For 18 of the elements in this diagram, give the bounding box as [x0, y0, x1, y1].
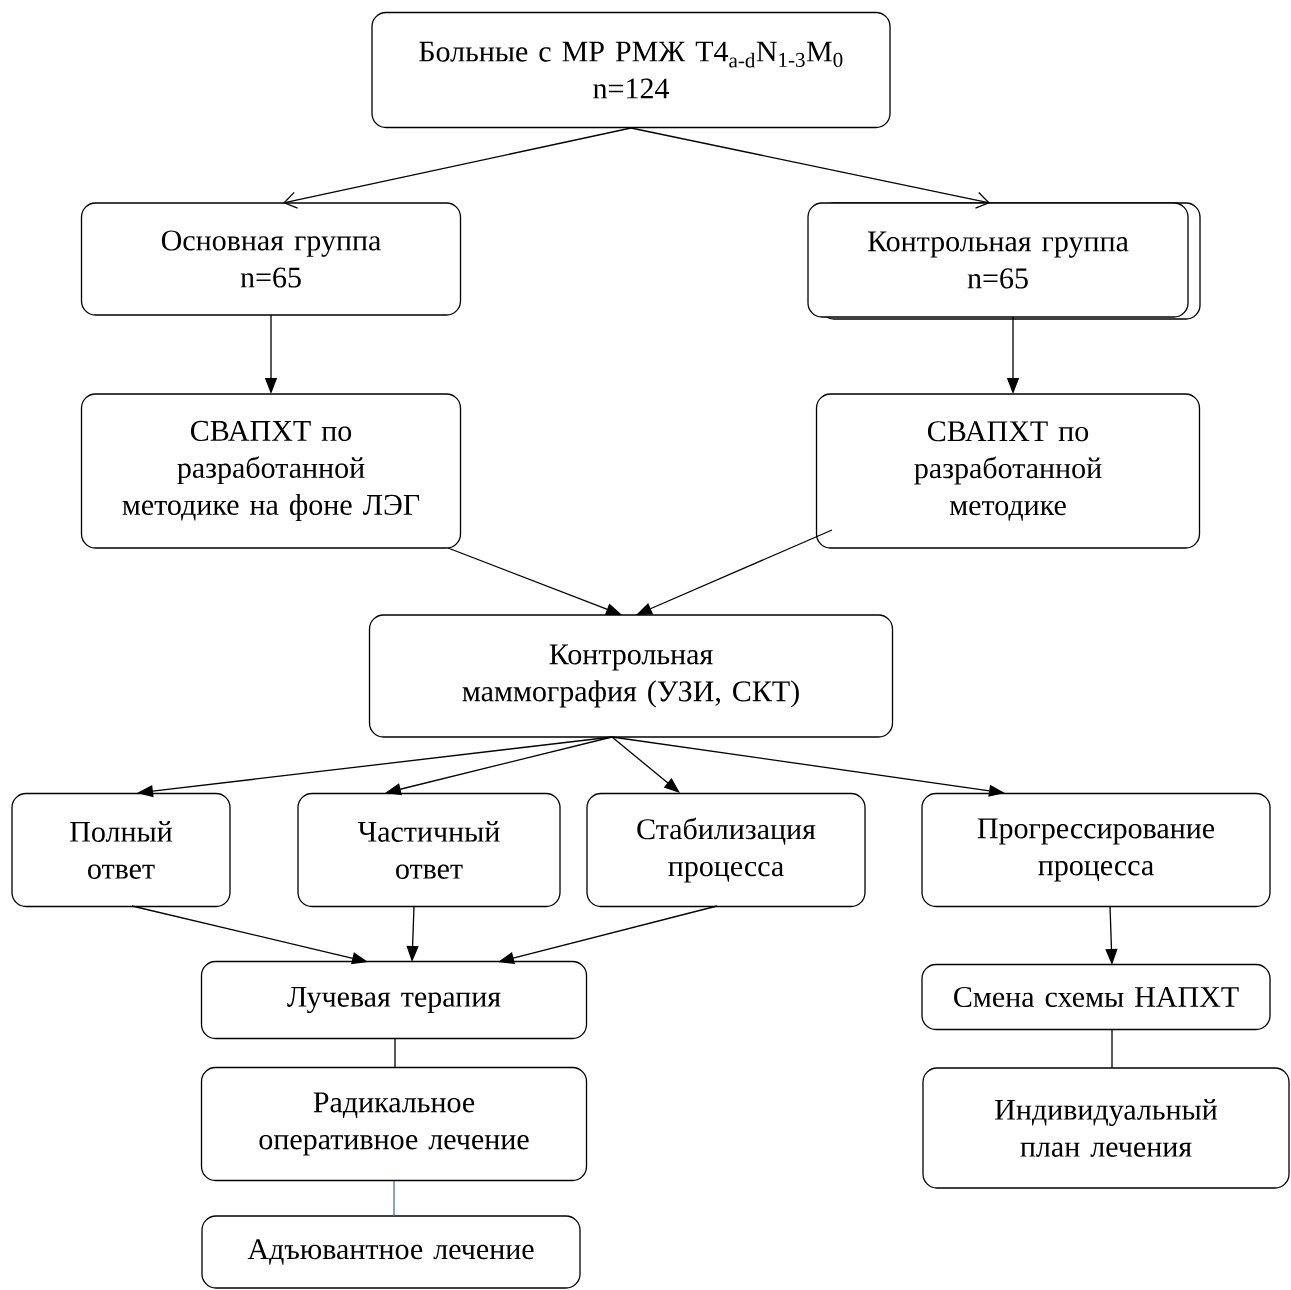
process-box: Лучевая терапия [200, 960, 588, 1040]
process-box: Больные с МР РМЖ T4$_{a-d}$N$_{1-3}$M$_{0}$ n=124 [371, 11, 891, 129]
process-box: Полный ответ [11, 792, 231, 908]
process-box: Индивидуальный план лечения [922, 1067, 1290, 1189]
process-box: Контрольная группа n=65 [807, 202, 1189, 318]
process-box: Адъювантное лечение [201, 1215, 581, 1289]
arrow [630, 127, 990, 209]
process-box: Прогрессирование процесса [921, 792, 1271, 908]
process-box: Частичный ответ [297, 792, 561, 908]
process-box: СВАПХТ по разработанной методике на фоне ЛЭГ [80, 393, 462, 549]
process-box: Радикальное оперативное лечение [200, 1066, 588, 1182]
process-box: Основная группа n=65 [80, 202, 462, 316]
process-box: СВАПХТ по разработанной методике [815, 393, 1201, 549]
process-box: Смена схемы НАПХТ [921, 963, 1271, 1031]
arrow [611, 736, 680, 793]
process-box: Контрольная маммография (УЗИ, СКТ) [368, 614, 894, 738]
arrow [283, 127, 632, 209]
process-box: Стабилизация процесса [586, 792, 866, 908]
